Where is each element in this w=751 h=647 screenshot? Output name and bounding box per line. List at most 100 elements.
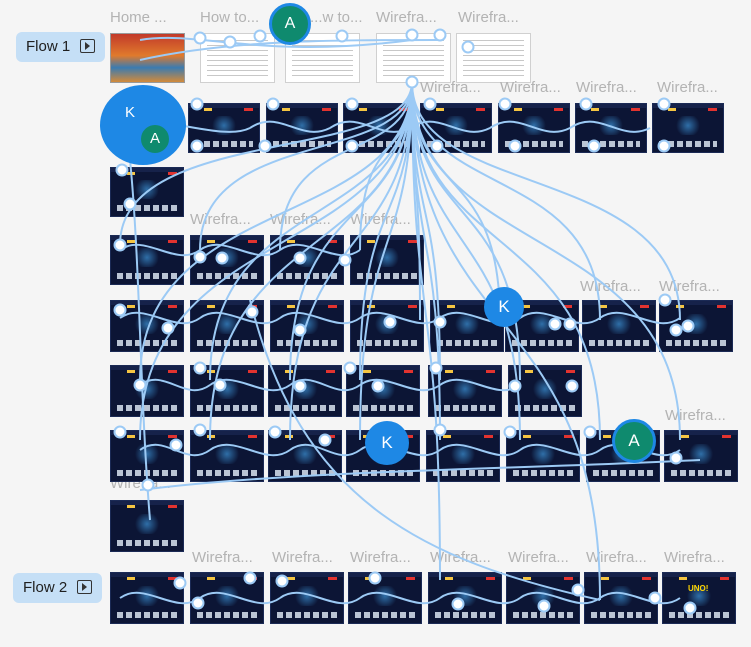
wireframe-frame[interactable] xyxy=(110,365,184,417)
connector-node[interactable] xyxy=(190,139,204,153)
collaborator-avatar-a[interactable]: A xyxy=(612,419,656,463)
play-prototype-icon[interactable] xyxy=(77,580,93,595)
connector-node[interactable] xyxy=(243,571,257,585)
connector-node[interactable] xyxy=(669,323,683,337)
connector-node[interactable] xyxy=(571,583,585,597)
connector-line xyxy=(139,36,413,48)
wireframe-frame[interactable] xyxy=(584,572,658,624)
connector-node[interactable] xyxy=(371,379,385,393)
connector-node[interactable] xyxy=(133,378,147,392)
connector-node[interactable] xyxy=(113,303,127,317)
connector-node[interactable] xyxy=(579,97,593,111)
wireframe-frame[interactable] xyxy=(110,500,184,552)
connector-node[interactable] xyxy=(190,97,204,111)
flow-2-tag[interactable]: Flow 2 xyxy=(13,573,103,603)
connector-node[interactable] xyxy=(245,305,259,319)
connector-node[interactable] xyxy=(253,29,267,43)
wireframe-frame[interactable] xyxy=(575,103,647,153)
connector-node[interactable] xyxy=(433,423,447,437)
connector-node[interactable] xyxy=(657,97,671,111)
connector-node[interactable] xyxy=(113,425,127,439)
connector-node[interactable] xyxy=(587,139,601,153)
connector-node[interactable] xyxy=(429,361,443,375)
frame-label-how-to: How to... xyxy=(200,9,260,26)
connector-node[interactable] xyxy=(123,197,137,211)
connector-node[interactable] xyxy=(113,238,127,252)
connector-node[interactable] xyxy=(368,571,382,585)
connector-node[interactable] xyxy=(498,97,512,111)
wireframe-frame[interactable] xyxy=(498,103,570,153)
connector-node[interactable] xyxy=(405,75,419,89)
connector-node[interactable] xyxy=(335,29,349,43)
connector-node[interactable] xyxy=(191,596,205,610)
connector-node[interactable] xyxy=(193,31,207,45)
connector-node[interactable] xyxy=(161,321,175,335)
play-prototype-icon[interactable] xyxy=(80,39,96,54)
connector-node[interactable] xyxy=(293,379,307,393)
connector-line xyxy=(359,378,441,392)
connector-node[interactable] xyxy=(268,425,282,439)
connector-node[interactable] xyxy=(318,433,332,447)
connector-line xyxy=(139,459,701,491)
connector-node[interactable] xyxy=(508,139,522,153)
connector-node[interactable] xyxy=(345,97,359,111)
collaborator-avatar-k[interactable]: K xyxy=(117,100,143,126)
connector-node[interactable] xyxy=(405,28,419,42)
wireframe-frame[interactable] xyxy=(190,365,264,417)
connector-node[interactable] xyxy=(275,574,289,588)
connector-node[interactable] xyxy=(169,438,183,452)
connector-node[interactable] xyxy=(563,317,577,331)
connector-node[interactable] xyxy=(293,251,307,265)
wireframe-frame[interactable] xyxy=(506,430,580,482)
connector-node[interactable] xyxy=(383,315,397,329)
collaborator-avatar-a[interactable]: A xyxy=(269,3,311,45)
wireframe-frame[interactable] xyxy=(662,572,736,624)
connector-node[interactable] xyxy=(258,139,272,153)
connector-node[interactable] xyxy=(215,251,229,265)
wireframe-frame[interactable] xyxy=(110,572,184,624)
connector-node[interactable] xyxy=(423,97,437,111)
wireframe-frame[interactable] xyxy=(190,572,264,624)
collaborator-avatar-k[interactable]: K xyxy=(365,421,409,465)
connector-node[interactable] xyxy=(565,379,579,393)
wireframe-frame[interactable] xyxy=(190,430,264,482)
connector-node[interactable] xyxy=(683,601,697,615)
flow-1-tag[interactable]: Flow 1 xyxy=(16,32,106,62)
connector-node[interactable] xyxy=(508,379,522,393)
connector-node[interactable] xyxy=(669,451,683,465)
connector-node[interactable] xyxy=(537,599,551,613)
collaborator-avatar-k[interactable]: K xyxy=(484,287,524,327)
connector-node[interactable] xyxy=(266,97,280,111)
connector-node[interactable] xyxy=(213,378,227,392)
connector-node[interactable] xyxy=(681,319,695,333)
connector-node[interactable] xyxy=(345,139,359,153)
connector-node[interactable] xyxy=(193,361,207,375)
connector-node[interactable] xyxy=(141,478,155,492)
connector-node[interactable] xyxy=(223,35,237,49)
connector-node[interactable] xyxy=(193,250,207,264)
connector-node[interactable] xyxy=(293,323,307,337)
connector-node[interactable] xyxy=(658,293,672,307)
connector-line xyxy=(279,591,361,605)
connector-node[interactable] xyxy=(338,253,352,267)
wireframe-frame[interactable] xyxy=(346,365,420,417)
connector-node[interactable] xyxy=(115,163,129,177)
connector-node[interactable] xyxy=(503,425,517,439)
connector-node[interactable] xyxy=(657,139,671,153)
connector-node[interactable] xyxy=(433,28,447,42)
connector-node[interactable] xyxy=(548,317,562,331)
connector-node[interactable] xyxy=(343,361,357,375)
connector-node[interactable] xyxy=(433,315,447,329)
wireframe-frame[interactable] xyxy=(582,300,656,352)
connector-node[interactable] xyxy=(461,40,475,54)
wireframe-frame[interactable] xyxy=(348,572,422,624)
connector-node[interactable] xyxy=(430,139,444,153)
connector-node[interactable] xyxy=(173,576,187,590)
connector-node[interactable] xyxy=(193,423,207,437)
wireframe-frame[interactable] xyxy=(270,300,344,352)
connector-node[interactable] xyxy=(583,425,597,439)
collaborator-avatar-a[interactable]: A xyxy=(138,122,172,156)
connector-node[interactable] xyxy=(648,591,662,605)
connector-node[interactable] xyxy=(451,597,465,611)
